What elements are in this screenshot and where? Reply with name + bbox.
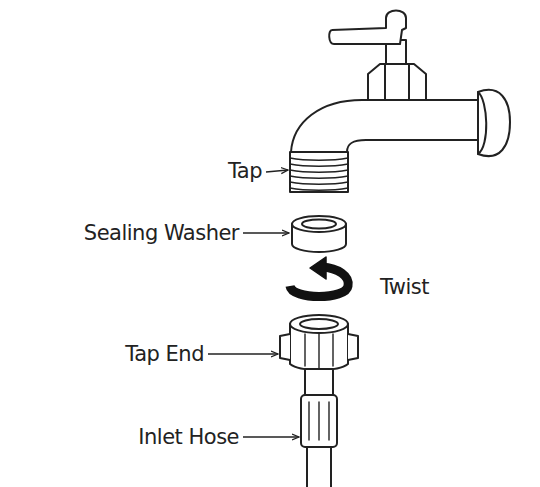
connector-rib (308, 402, 309, 440)
leader-line (243, 436, 299, 437)
tap-thread (290, 152, 348, 192)
leader-line (208, 353, 278, 354)
part-label: Twist (380, 277, 429, 298)
thread-line (290, 176, 348, 178)
thread-line (290, 188, 348, 190)
inlet-hose (307, 447, 331, 487)
connector-rib (318, 402, 319, 440)
hex-nut (368, 64, 426, 100)
wall-flange (478, 90, 510, 156)
hose-connector (301, 395, 337, 447)
thread-line (290, 164, 348, 166)
thread-line (290, 158, 348, 160)
leader-line (243, 232, 289, 233)
thread-line (290, 170, 348, 172)
thread-line (290, 182, 348, 184)
tap-body (291, 100, 478, 152)
coupling-wing (348, 334, 358, 360)
coupling-wing (280, 334, 290, 360)
coupling-neck (305, 369, 333, 395)
tap-handle (329, 11, 406, 45)
part-label: Sealing Washer (84, 223, 239, 244)
part-label: Inlet Hose (138, 427, 239, 448)
connector-rib (328, 402, 329, 440)
part-label: Tap End (125, 344, 204, 365)
part-label: Tap (228, 161, 262, 182)
leader-line (266, 170, 288, 172)
